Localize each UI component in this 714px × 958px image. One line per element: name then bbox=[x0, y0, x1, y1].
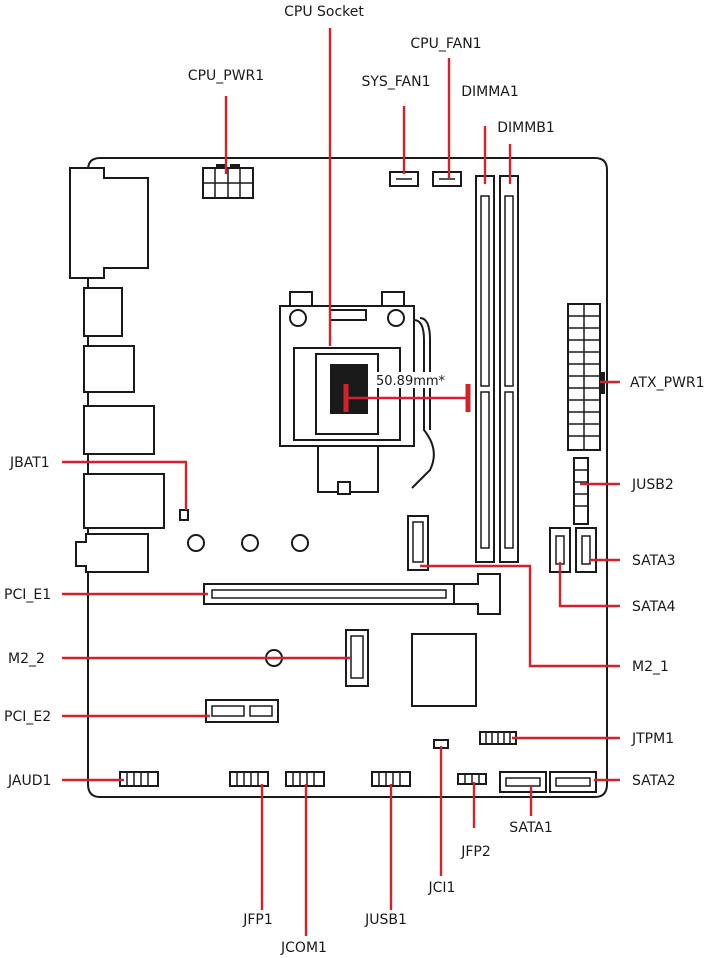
label-m2-1: M2_1 bbox=[632, 659, 669, 675]
label-sys-fan1: SYS_FAN1 bbox=[361, 74, 430, 90]
label-jusb2: JUSB2 bbox=[631, 477, 674, 493]
label-jaud1: JAUD1 bbox=[7, 773, 51, 789]
label-jcom1: JCOM1 bbox=[280, 940, 327, 956]
label-dimmb1: DIMMB1 bbox=[497, 120, 555, 136]
m2-1-slot bbox=[407, 515, 429, 571]
label-pci-e2: PCI_E2 bbox=[4, 709, 51, 725]
sata2-connector bbox=[549, 771, 597, 793]
atx-pwr1-connector bbox=[567, 303, 605, 451]
label-sata3: SATA3 bbox=[632, 553, 676, 569]
label-sata1: SATA1 bbox=[509, 820, 553, 836]
pci-e1-slot bbox=[203, 573, 501, 615]
cpu-pwr1-connector bbox=[202, 164, 254, 199]
label-dimma1: DIMMA1 bbox=[461, 84, 519, 100]
jbat1-jumper bbox=[179, 509, 189, 521]
label-sata4: SATA4 bbox=[632, 599, 676, 615]
pci-e2-slot bbox=[205, 699, 279, 723]
cpu-fan1-connector bbox=[432, 171, 462, 187]
sata3-connector bbox=[575, 527, 597, 573]
label-jci1: JCI1 bbox=[428, 880, 456, 896]
label-sata2: SATA2 bbox=[632, 773, 676, 789]
mounting-holes bbox=[187, 534, 309, 667]
board-outline bbox=[87, 157, 608, 798]
jusb1-header bbox=[371, 771, 411, 787]
jfp1-header bbox=[229, 771, 269, 787]
sys-fan1-connector bbox=[389, 171, 419, 187]
jfp2-header bbox=[457, 773, 487, 785]
label-atx-pwr1: ATX_PWR1 bbox=[630, 375, 705, 391]
label-cpu-pwr1: CPU_PWR1 bbox=[188, 68, 264, 84]
jaud1-header bbox=[119, 771, 159, 787]
leader-lines bbox=[62, 28, 620, 936]
label-jtpm1: JTPM1 bbox=[631, 731, 674, 747]
cpu-socket bbox=[279, 291, 435, 495]
label-m2-2: M2_2 bbox=[8, 651, 45, 667]
label-jfp1: JFP1 bbox=[242, 912, 273, 928]
jcom1-header bbox=[285, 771, 325, 787]
jusb2-connector bbox=[573, 457, 589, 525]
label-cpu-socket: CPU Socket bbox=[284, 4, 364, 20]
measurement-label: 50.89mm* bbox=[376, 374, 446, 389]
label-jfp2: JFP2 bbox=[460, 844, 491, 860]
label-cpu-fan1: CPU_FAN1 bbox=[410, 36, 481, 52]
sata1-connector bbox=[499, 771, 547, 793]
chipset bbox=[411, 633, 477, 707]
jtpm1-header bbox=[479, 731, 517, 745]
dimm-slots bbox=[475, 175, 519, 563]
rear-io-panel bbox=[69, 167, 165, 573]
label-jusb1: JUSB1 bbox=[364, 912, 407, 928]
label-pci-e1: PCI_E1 bbox=[4, 587, 51, 603]
label-jbat1: JBAT1 bbox=[9, 455, 50, 471]
